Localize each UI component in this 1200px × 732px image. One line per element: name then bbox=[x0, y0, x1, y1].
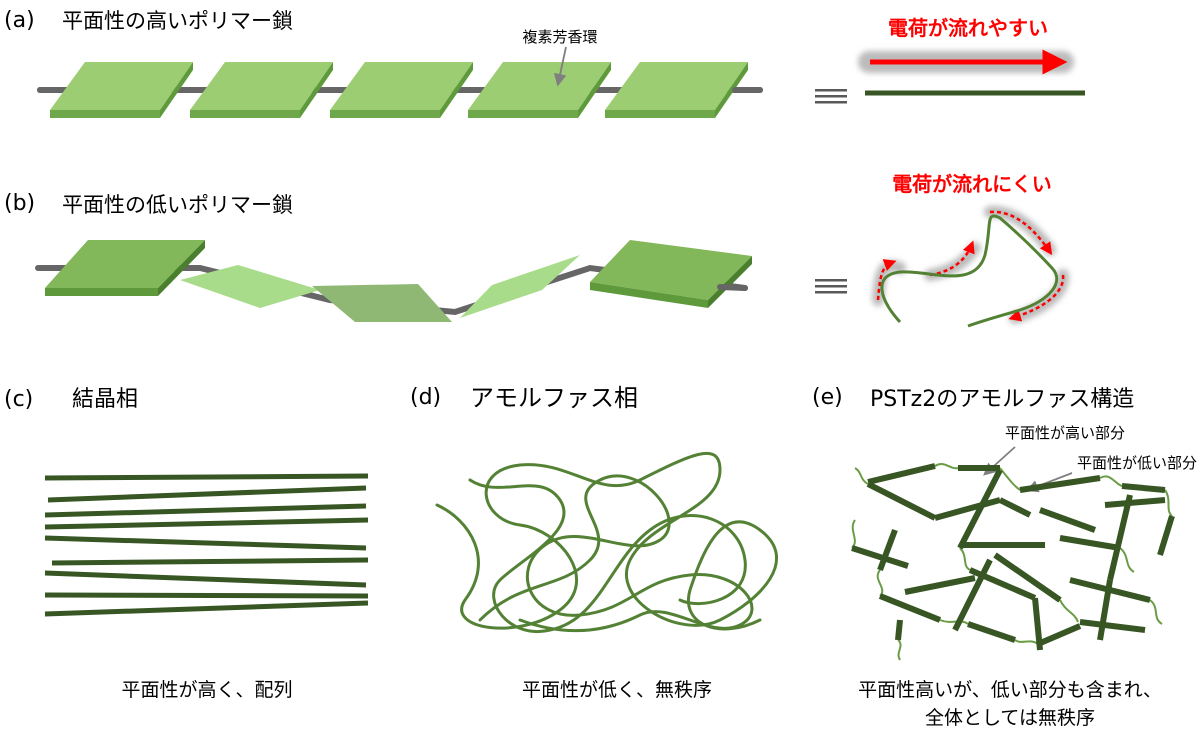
twisted-ring-3 bbox=[312, 284, 452, 322]
label-low-planarity: 平面性が低い部分 bbox=[1077, 454, 1197, 472]
crystalline-chains bbox=[44, 473, 369, 617]
amorphous-chains bbox=[435, 451, 779, 634]
charge-arrows-b bbox=[876, 210, 1065, 322]
charge-flow-easy-label: 電荷が流れやすい bbox=[888, 16, 1048, 40]
planar-ring-2 bbox=[190, 62, 333, 118]
panel-a-letter: (a) bbox=[4, 8, 35, 33]
equiv-sign-b bbox=[815, 279, 847, 294]
planar-ring-5 bbox=[605, 62, 748, 118]
panel-e-letter: (e) bbox=[812, 385, 843, 410]
panel-e-caption-line2: 全体としては無秩序 bbox=[925, 707, 1095, 729]
kinked-chain-symbol bbox=[880, 214, 1059, 328]
panel-a-title: 平面性の高いポリマー鎖 bbox=[62, 9, 293, 33]
ring-label: 複素芳香環 bbox=[522, 28, 597, 46]
high-planarity-segments bbox=[851, 463, 1175, 651]
twisted-ring-4 bbox=[460, 255, 580, 318]
label-high-planarity: 平面性が高い部分 bbox=[1005, 424, 1125, 442]
panel-c-caption: 平面性が高く、配列 bbox=[121, 679, 292, 701]
panel-d: (d) アモルファス相 平面性が低く、無秩序 bbox=[410, 384, 779, 701]
backbone-b-right-stub bbox=[717, 284, 748, 291]
panel-b-title: 平面性の低いポリマー鎖 bbox=[62, 193, 293, 217]
planar-ring-1 bbox=[50, 62, 193, 118]
low-planarity-segments bbox=[851, 463, 1173, 661]
panel-d-title: アモルファス相 bbox=[470, 384, 638, 412]
planar-ring-4 bbox=[468, 62, 611, 118]
ring-label-pointer bbox=[553, 46, 567, 87]
panel-c-letter: (c) bbox=[4, 387, 33, 412]
panel-b: (b) 平面性の低いポリマー鎖 電荷が流れにくい bbox=[4, 172, 1070, 328]
panel-d-letter: (d) bbox=[410, 385, 441, 410]
panel-e-caption-line1: 平面性高いが、低い部分も含まれ、 bbox=[858, 679, 1162, 701]
panel-c: (c) 結晶相 平面性が高く、配列 bbox=[4, 387, 369, 701]
planar-ring-3 bbox=[330, 62, 473, 118]
charge-flow-hard-label: 電荷が流れにくい bbox=[892, 172, 1052, 196]
panel-e: (e) PSTz2のアモルファス構造 平面性が高い部分 平面性が低い部分 bbox=[812, 385, 1197, 729]
panel-d-caption: 平面性が低く、無秩序 bbox=[522, 679, 712, 701]
panel-e-title: PSTz2のアモルファス構造 bbox=[870, 387, 1134, 412]
panel-a: (a) 平面性の高いポリマー鎖 bbox=[4, 8, 1085, 118]
twisted-ring-2 bbox=[180, 265, 320, 308]
panel-b-letter: (b) bbox=[4, 191, 35, 216]
twisted-ring-1 bbox=[45, 240, 205, 296]
twisted-ring-5 bbox=[590, 240, 752, 308]
panel-c-title: 結晶相 bbox=[72, 387, 138, 412]
equiv-sign-a bbox=[815, 89, 847, 104]
